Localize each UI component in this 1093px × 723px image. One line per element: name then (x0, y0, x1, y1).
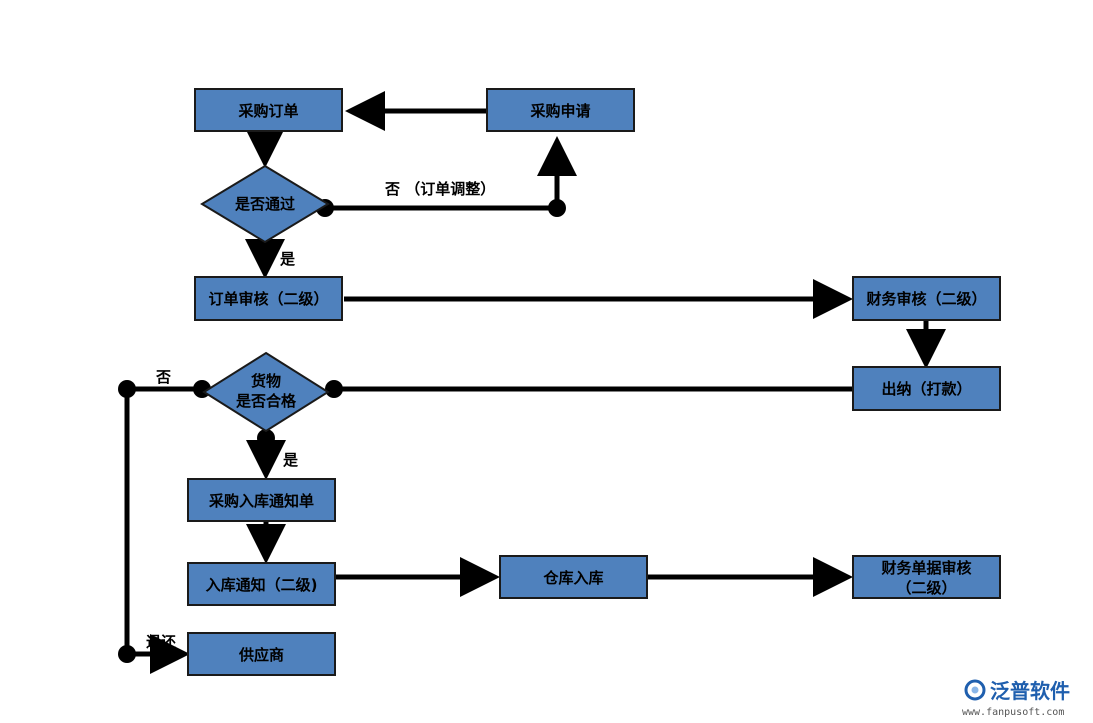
process-boxes: 采购订单 采购申请 订单审核（二级） 财务审核（二级） 出纳（打款） 采购入库通… (187, 88, 1001, 676)
junction-dot (548, 199, 566, 217)
edge-label-return: 退还 (146, 633, 177, 651)
node-finance-review: 财务审核（二级） (852, 276, 1001, 321)
brand-logo-icon (964, 679, 986, 701)
node-warehouse-notice-label: 采购入库通知单 (208, 492, 314, 510)
node-goods-decision-line2: 是否合格 (235, 392, 297, 410)
node-supplier: 供应商 (187, 632, 336, 676)
watermark: 泛普软件 www.fanpusoft.com (962, 679, 1070, 718)
junction-dot (118, 645, 136, 663)
junction-dot (325, 380, 343, 398)
node-purchase-request-label: 采购申请 (529, 102, 590, 120)
node-finance-review-label: 财务审核（二级） (866, 290, 986, 308)
node-order-review: 订单审核（二级） (194, 276, 343, 321)
node-cashier-label: 出纳（打款） (881, 380, 971, 398)
node-approved-decision: 是否通过 (200, 164, 330, 244)
junction-dots (118, 199, 566, 663)
node-supplier-label: 供应商 (238, 646, 284, 664)
edge-label-yes-1: 是 (279, 250, 296, 268)
edge-label-yes-2: 是 (282, 451, 299, 469)
node-order-review-label: 订单审核（二级） (208, 290, 328, 308)
junction-dot (118, 380, 136, 398)
edge-labels: 否 （订单调整） 是 否 是 退还 (146, 180, 495, 651)
watermark-brand: 泛普软件 (990, 679, 1070, 703)
edge-label-no-2: 否 (155, 368, 171, 386)
junction-dot (257, 429, 275, 447)
watermark-url: www.fanpusoft.com (962, 707, 1064, 718)
node-finance-doc-review-line2: （二级） (896, 579, 956, 597)
node-warehouse-notice: 采购入库通知单 (187, 478, 336, 522)
node-warehousing-notice-label: 入库通知（二级) (206, 576, 318, 594)
node-goods-decision: 货物 是否合格 (202, 351, 330, 433)
node-purchase-request: 采购申请 (486, 88, 635, 132)
decision-diamonds: 是否通过 货物 是否合格 (200, 164, 330, 433)
node-cashier: 出纳（打款） (852, 366, 1001, 411)
node-finance-doc-review: 财务单据审核 （二级） (852, 555, 1001, 599)
node-finance-doc-review-line1: 财务单据审核 (881, 559, 971, 577)
node-purchase-order: 采购订单 (194, 88, 343, 132)
node-goods-decision-line1: 货物 (251, 372, 281, 390)
node-warehousing-label: 仓库入库 (542, 569, 603, 587)
connectors (124, 91, 946, 674)
node-warehousing-notice: 入库通知（二级) (187, 562, 336, 606)
node-purchase-order-label: 采购订单 (237, 102, 298, 120)
edge-label-no-order-adjust: 否 （订单调整） (384, 180, 495, 198)
node-warehousing: 仓库入库 (499, 555, 648, 599)
edge-decision-no-loop (325, 136, 577, 211)
node-approved-decision-label: 是否通过 (234, 195, 295, 213)
